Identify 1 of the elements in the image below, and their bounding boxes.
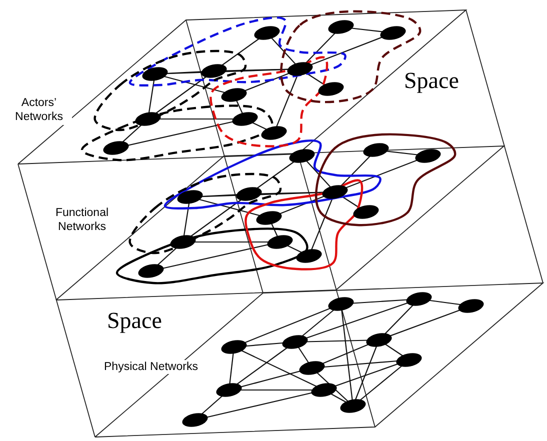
layer-label: Physical Networks xyxy=(104,360,198,374)
